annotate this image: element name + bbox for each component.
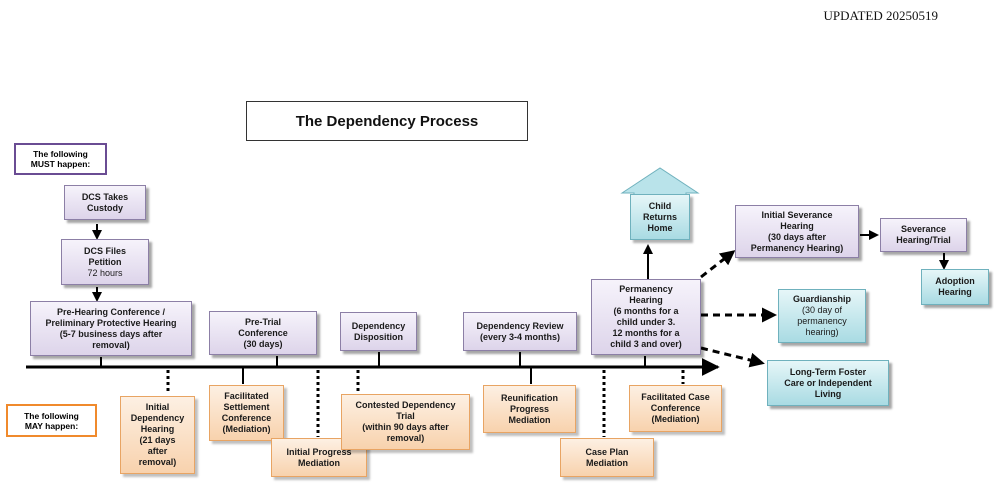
home-roof-icon [620, 167, 700, 197]
permanency-line1: Permanency [619, 284, 673, 294]
dcs-files-petition-box: DCS Files Petition 72 hours [61, 239, 149, 285]
severance-line3: (30 days after [767, 231, 827, 242]
reunif-line3: Mediation [508, 414, 551, 425]
reunif-line2: Progress [509, 403, 550, 414]
pre-hearing-conference-box: Pre-Hearing Conference / Preliminary Pro… [30, 301, 192, 356]
severance-line4: Permanency Hearing) [750, 242, 844, 253]
initprog-line1: Initial Progress [286, 446, 352, 457]
permanency-line6: child 3 and over) [610, 339, 682, 349]
facilitated-settlement-box: Facilitated Settlement Conference (Media… [209, 385, 284, 441]
returns-line3: Home [647, 222, 673, 233]
pretrial-line1: Pre-Trial [244, 316, 282, 327]
guardianship-sub2: permanency [797, 316, 847, 326]
initprog-line2: Mediation [298, 457, 340, 468]
dcs-petition-line1: DCS Files [83, 245, 126, 256]
initial-dependency-hearing-box: Initial Dependency Hearing (21 days afte… [120, 396, 195, 474]
severance-hearing-trial-box: Severance Hearing/Trial [880, 218, 967, 252]
initdep-line3: Hearing [140, 424, 175, 434]
pretrial-line2: Conference [238, 327, 288, 338]
caseplan-line1: Case Plan [585, 446, 629, 457]
contested-dependency-trial-box: Contested Dependency Trial (within 90 da… [341, 394, 470, 450]
must-label-line1: The following [33, 149, 88, 159]
reunif-line1: Reunification [500, 392, 558, 403]
facset-line3: Conference [221, 413, 272, 423]
may-happen-label: The following MAY happen: [6, 404, 97, 437]
permanency-line5: 12 months for a [612, 328, 680, 338]
returns-line2: Returns [642, 211, 677, 222]
initdep-line2: Dependency [130, 413, 185, 423]
dcs-custody-line1: DCS Takes [81, 191, 129, 202]
trial-line2: Hearing/Trial [896, 235, 951, 245]
permanency-line4: child under 3. [616, 317, 676, 327]
longterm-line2: Care or Independent [784, 377, 872, 388]
permanency-line3: (6 months for a [613, 306, 679, 316]
initdep-line4: (21 days [139, 435, 176, 445]
faccase-line2: Conference [650, 403, 701, 413]
longterm-line1: Long-Term Foster [789, 366, 867, 377]
facset-line2: Settlement [223, 402, 270, 412]
must-happen-label: The following MUST happen: [14, 143, 107, 175]
disposition-line2: Disposition [354, 331, 403, 342]
faccase-line3: (Mediation) [651, 414, 700, 424]
arrow-permanency-to-longterm [700, 346, 765, 368]
diagram-title: The Dependency Process [246, 101, 528, 141]
may-label-line2: MAY happen: [24, 420, 79, 431]
may-label-line1: The following [24, 410, 79, 421]
child-returns-home-box: Child Returns Home [630, 194, 690, 240]
review-line1: Dependency Review [476, 320, 564, 331]
severance-line1: Initial Severance [761, 209, 833, 220]
pre-trial-conference-box: Pre-Trial Conference (30 days) [209, 311, 317, 355]
prehearing-line3: (5-7 business days after [59, 328, 163, 339]
initdep-line5: after [147, 446, 168, 456]
diagram-title-text: The Dependency Process [295, 112, 479, 130]
longterm-line3: Living [814, 388, 842, 399]
adoption-line1: Adoption [935, 276, 975, 286]
updated-date: UPDATED 20250519 [823, 8, 938, 23]
prehearing-line1: Pre-Hearing Conference / [56, 306, 166, 317]
dcs-petition-sub: 72 hours [87, 267, 123, 278]
reunification-progress-mediation-box: Reunification Progress Mediation [483, 385, 576, 433]
facset-line4: (Mediation) [222, 424, 271, 434]
adoption-line2: Hearing [938, 287, 972, 297]
severance-line2: Hearing [780, 220, 814, 231]
facset-line1: Facilitated [224, 391, 269, 401]
faccase-line1: Facilitated Case [641, 392, 710, 402]
contested-line1: Contested Dependency [355, 400, 456, 410]
contested-line2: Trial [396, 411, 415, 421]
disposition-line1: Dependency [351, 320, 406, 331]
trial-line1: Severance [900, 224, 947, 234]
review-line2: (every 3-4 months) [479, 331, 561, 342]
case-plan-mediation-box: Case Plan Mediation [560, 438, 654, 477]
permanency-line2: Hearing [629, 295, 663, 305]
facilitated-case-conference-box: Facilitated Case Conference (Mediation) [629, 385, 722, 432]
contested-line4: removal) [386, 433, 425, 443]
returns-line1: Child [648, 200, 672, 211]
guardianship-title: Guardianship [792, 294, 851, 304]
must-label-line2: MUST happen: [30, 159, 91, 169]
caseplan-line2: Mediation [586, 457, 628, 468]
dcs-takes-custody-box: DCS Takes Custody [64, 185, 146, 220]
initdep-line1: Initial [145, 402, 170, 412]
adoption-hearing-box: Adoption Hearing [921, 269, 989, 305]
dependency-review-box: Dependency Review (every 3-4 months) [463, 312, 577, 351]
initial-severance-hearing-box: Initial Severance Hearing (30 days after… [735, 205, 859, 258]
guardianship-box: Guardianship (30 day of permanency heari… [778, 289, 866, 343]
arrow-permanency-to-severance [700, 250, 736, 279]
permanency-hearing-box: Permanency Hearing (6 months for a child… [591, 279, 701, 355]
guardianship-sub3: hearing) [805, 327, 839, 337]
dcs-petition-line2: Petition [88, 256, 122, 267]
contested-line3: (within 90 days after [362, 422, 449, 432]
prehearing-line2: Preliminary Protective Hearing [45, 317, 177, 328]
guardianship-sub1: (30 day of [801, 305, 843, 315]
dependency-disposition-box: Dependency Disposition [340, 312, 417, 351]
initdep-line6: removal) [138, 457, 177, 467]
pretrial-line3: (30 days) [243, 338, 283, 349]
long-term-foster-care-box: Long-Term Foster Care or Independent Liv… [767, 360, 889, 406]
prehearing-line4: removal) [92, 339, 130, 350]
dcs-custody-line2: Custody [87, 202, 123, 213]
